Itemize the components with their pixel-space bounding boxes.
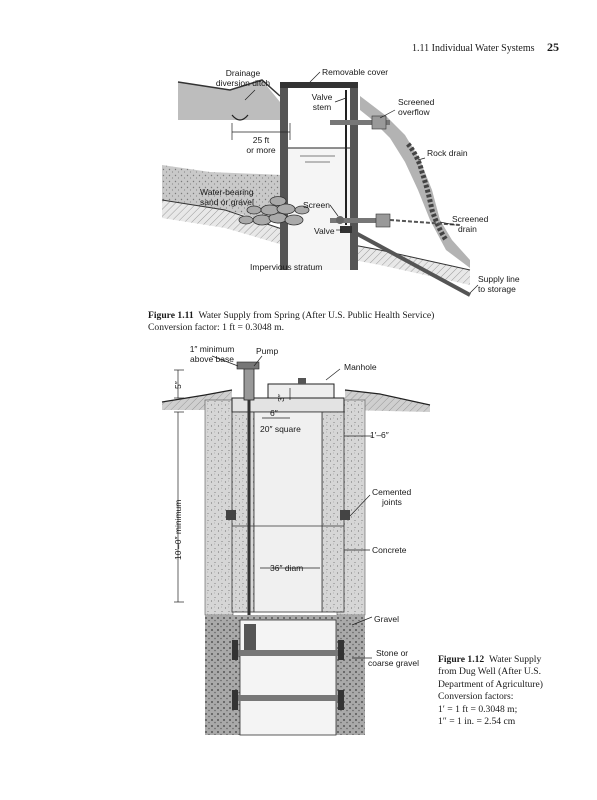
label-screened-drain-1: Screened bbox=[452, 214, 489, 224]
well-interior bbox=[253, 411, 323, 613]
overflow-screen bbox=[371, 115, 387, 130]
label-minimum-1: 1″ minimum bbox=[190, 344, 235, 354]
label-dim-5: 5″ bbox=[173, 381, 183, 389]
hill-top-soil bbox=[178, 80, 280, 120]
label-screened-overflow-1: Screened bbox=[398, 97, 435, 107]
label-concrete: Concrete bbox=[372, 545, 407, 555]
label-rock-drain: Rock drain bbox=[427, 148, 468, 158]
label-supply-line-2: to storage bbox=[478, 284, 516, 294]
label-gravel: Gravel bbox=[374, 614, 399, 624]
figure-1-11-caption: Figure 1.11 Water Supply from Spring (Af… bbox=[148, 310, 488, 334]
box-left-wall bbox=[280, 88, 288, 270]
label-minimum-2: above base bbox=[190, 354, 234, 364]
label-valve: Valve bbox=[314, 226, 335, 236]
figure-dug-well-diagram: 1″ minimum above base Pump Manhole 5″ 3″… bbox=[161, 344, 431, 736]
label-pump: Pump bbox=[256, 346, 278, 356]
label-water-bearing-1: Water-bearing bbox=[200, 187, 254, 197]
label-manhole: Manhole bbox=[344, 362, 377, 372]
label-valve-stem-2: stem bbox=[313, 102, 331, 112]
figure-1-11-conversion: Conversion factor: 1 ft = 0.3048 m. bbox=[148, 322, 284, 333]
cemented-joint-right bbox=[340, 510, 350, 520]
label-depth: 10′–0″ minimum bbox=[173, 500, 183, 560]
supply-line bbox=[349, 228, 471, 297]
label-screened-overflow-2: overflow bbox=[398, 107, 431, 117]
label-drainage: Drainage bbox=[226, 68, 261, 78]
outer-fill-left bbox=[204, 399, 234, 616]
label-diam: 36″ diam bbox=[270, 563, 303, 573]
pump-head bbox=[243, 367, 255, 401]
stone-pile bbox=[238, 196, 310, 226]
page-number: 25 bbox=[547, 40, 559, 54]
label-dim-1-6: 1′–6″ bbox=[370, 430, 389, 440]
drain-screen bbox=[375, 213, 391, 228]
box-right-wall bbox=[350, 88, 358, 270]
figure-1-12-line3: Department of Agriculture) bbox=[438, 678, 543, 690]
figure-1-12-caption: Figure 1.12 Water Supply from Dug Well (… bbox=[438, 654, 570, 728]
label-dim-3: 3″ bbox=[276, 394, 286, 402]
valve-body bbox=[340, 226, 352, 233]
figure-1-12-label: Figure 1.12 bbox=[438, 654, 485, 665]
label-dim-6: 6″ bbox=[270, 408, 278, 418]
strainer bbox=[244, 624, 256, 652]
pump-top bbox=[236, 361, 260, 370]
removable-cover bbox=[280, 82, 358, 88]
label-water-bearing-2: sand or gravel bbox=[200, 197, 254, 207]
right-slope bbox=[360, 96, 470, 268]
screen-fitting bbox=[336, 216, 344, 224]
label-screen: Screen bbox=[303, 200, 330, 210]
ground-right bbox=[345, 390, 430, 412]
label-removable-cover: Removable cover bbox=[322, 67, 388, 77]
figure-1-12-line4: Conversion factors: bbox=[438, 691, 514, 703]
running-header: 1.11 Individual Water Systems 25 bbox=[412, 40, 559, 55]
label-screened-drain-2: drain bbox=[458, 224, 477, 234]
label-impervious: Impervious stratum bbox=[250, 262, 322, 272]
label-square: 20″ square bbox=[260, 424, 301, 434]
overflow-pipe bbox=[330, 120, 390, 125]
figure-1-12-line5: 1′ = 1 ft = 0.3048 m; bbox=[438, 703, 518, 715]
label-distance-2: or more bbox=[246, 145, 276, 155]
label-stone-1: Stone or bbox=[376, 648, 408, 658]
label-diversion-ditch: diversion ditch bbox=[216, 78, 271, 88]
label-supply-line-1: Supply line bbox=[478, 274, 520, 284]
manhole-handle bbox=[298, 378, 306, 384]
figure-1-11-label: Figure 1.11 bbox=[148, 310, 194, 321]
rock-drain bbox=[406, 142, 449, 242]
label-valve-stem-1: Valve bbox=[312, 92, 333, 102]
figure-1-12-line6: 1″ = 1 in. = 2.54 cm bbox=[438, 716, 516, 728]
label-stone-2: coarse gravel bbox=[368, 658, 419, 668]
figure-1-12-line2: from Dug Well (After U.S. bbox=[438, 666, 541, 678]
cemented-joint-left bbox=[226, 510, 236, 520]
label-cemented-1: Cemented bbox=[372, 487, 411, 497]
figure-1-11-title: Water Supply from Spring (After U.S. Pub… bbox=[198, 310, 435, 321]
figure-1-12-line1: Water Supply bbox=[489, 654, 542, 665]
figure-spring-diagram: Drainage diversion ditch Removable cover… bbox=[161, 67, 520, 297]
label-distance-1: 25 ft bbox=[253, 135, 270, 145]
label-cemented-2: joints bbox=[381, 497, 402, 507]
running-title: 1.11 Individual Water Systems bbox=[411, 43, 535, 54]
